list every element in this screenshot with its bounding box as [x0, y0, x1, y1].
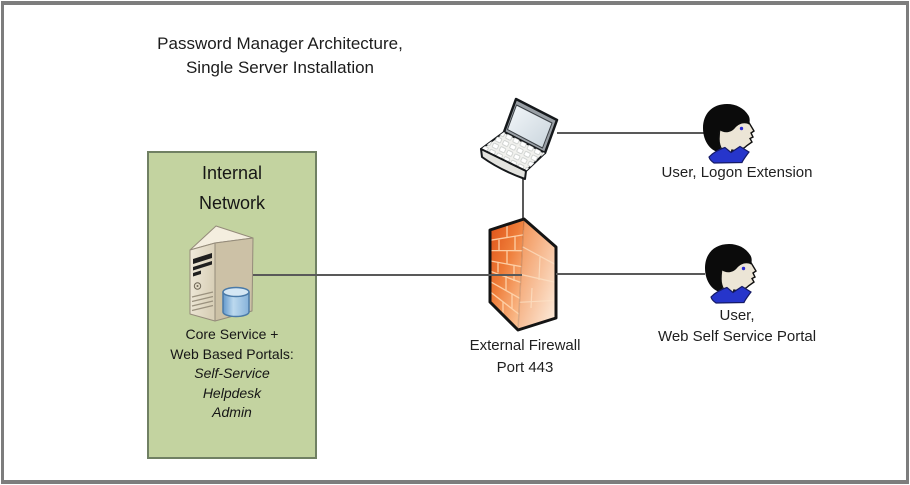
user-logon-extension-label: User, Logon Extension: [617, 163, 857, 183]
portal-self-service: Self-Service: [194, 365, 270, 381]
server-caption-line2: Web Based Portals:: [170, 345, 294, 362]
diagram-title-line2: Single Server Installation: [185, 58, 375, 77]
firewall-label: External Firewall Port 443: [440, 335, 610, 379]
firewall-label-line1: External Firewall: [469, 337, 581, 354]
database-icon: [222, 286, 250, 318]
user-head-icon: [702, 103, 755, 164]
user-logon-extension-label-line1: User, Logon Extension: [661, 164, 813, 181]
user-web-self-service-label-line1: User,: [719, 307, 755, 324]
firewall-port-label: Port 443: [496, 359, 554, 376]
internal-network-label: Internal Network: [147, 158, 317, 218]
internal-network-label-line1: Internal: [201, 163, 263, 183]
server-with-database-icon: [189, 225, 254, 322]
diagram-title-line1: Password Manager Architecture,: [157, 34, 403, 53]
user-web-self-service-label: User, Web Self Service Portal: [616, 305, 858, 347]
internal-network-label-line2: Network: [198, 193, 265, 213]
user-head-icon: [704, 243, 757, 304]
portal-helpdesk: Helpdesk: [202, 384, 262, 401]
diagram-title: Password Manager Architecture, Single Se…: [110, 32, 450, 80]
portal-admin: Admin: [212, 404, 252, 420]
server-caption: Core Service + Web Based Portals: Self-S…: [150, 325, 314, 423]
laptop-icon: [480, 97, 559, 180]
user-web-self-service-label-line2: Web Self Service Portal: [657, 328, 817, 345]
server-caption-line1: Core Service +: [185, 326, 279, 342]
